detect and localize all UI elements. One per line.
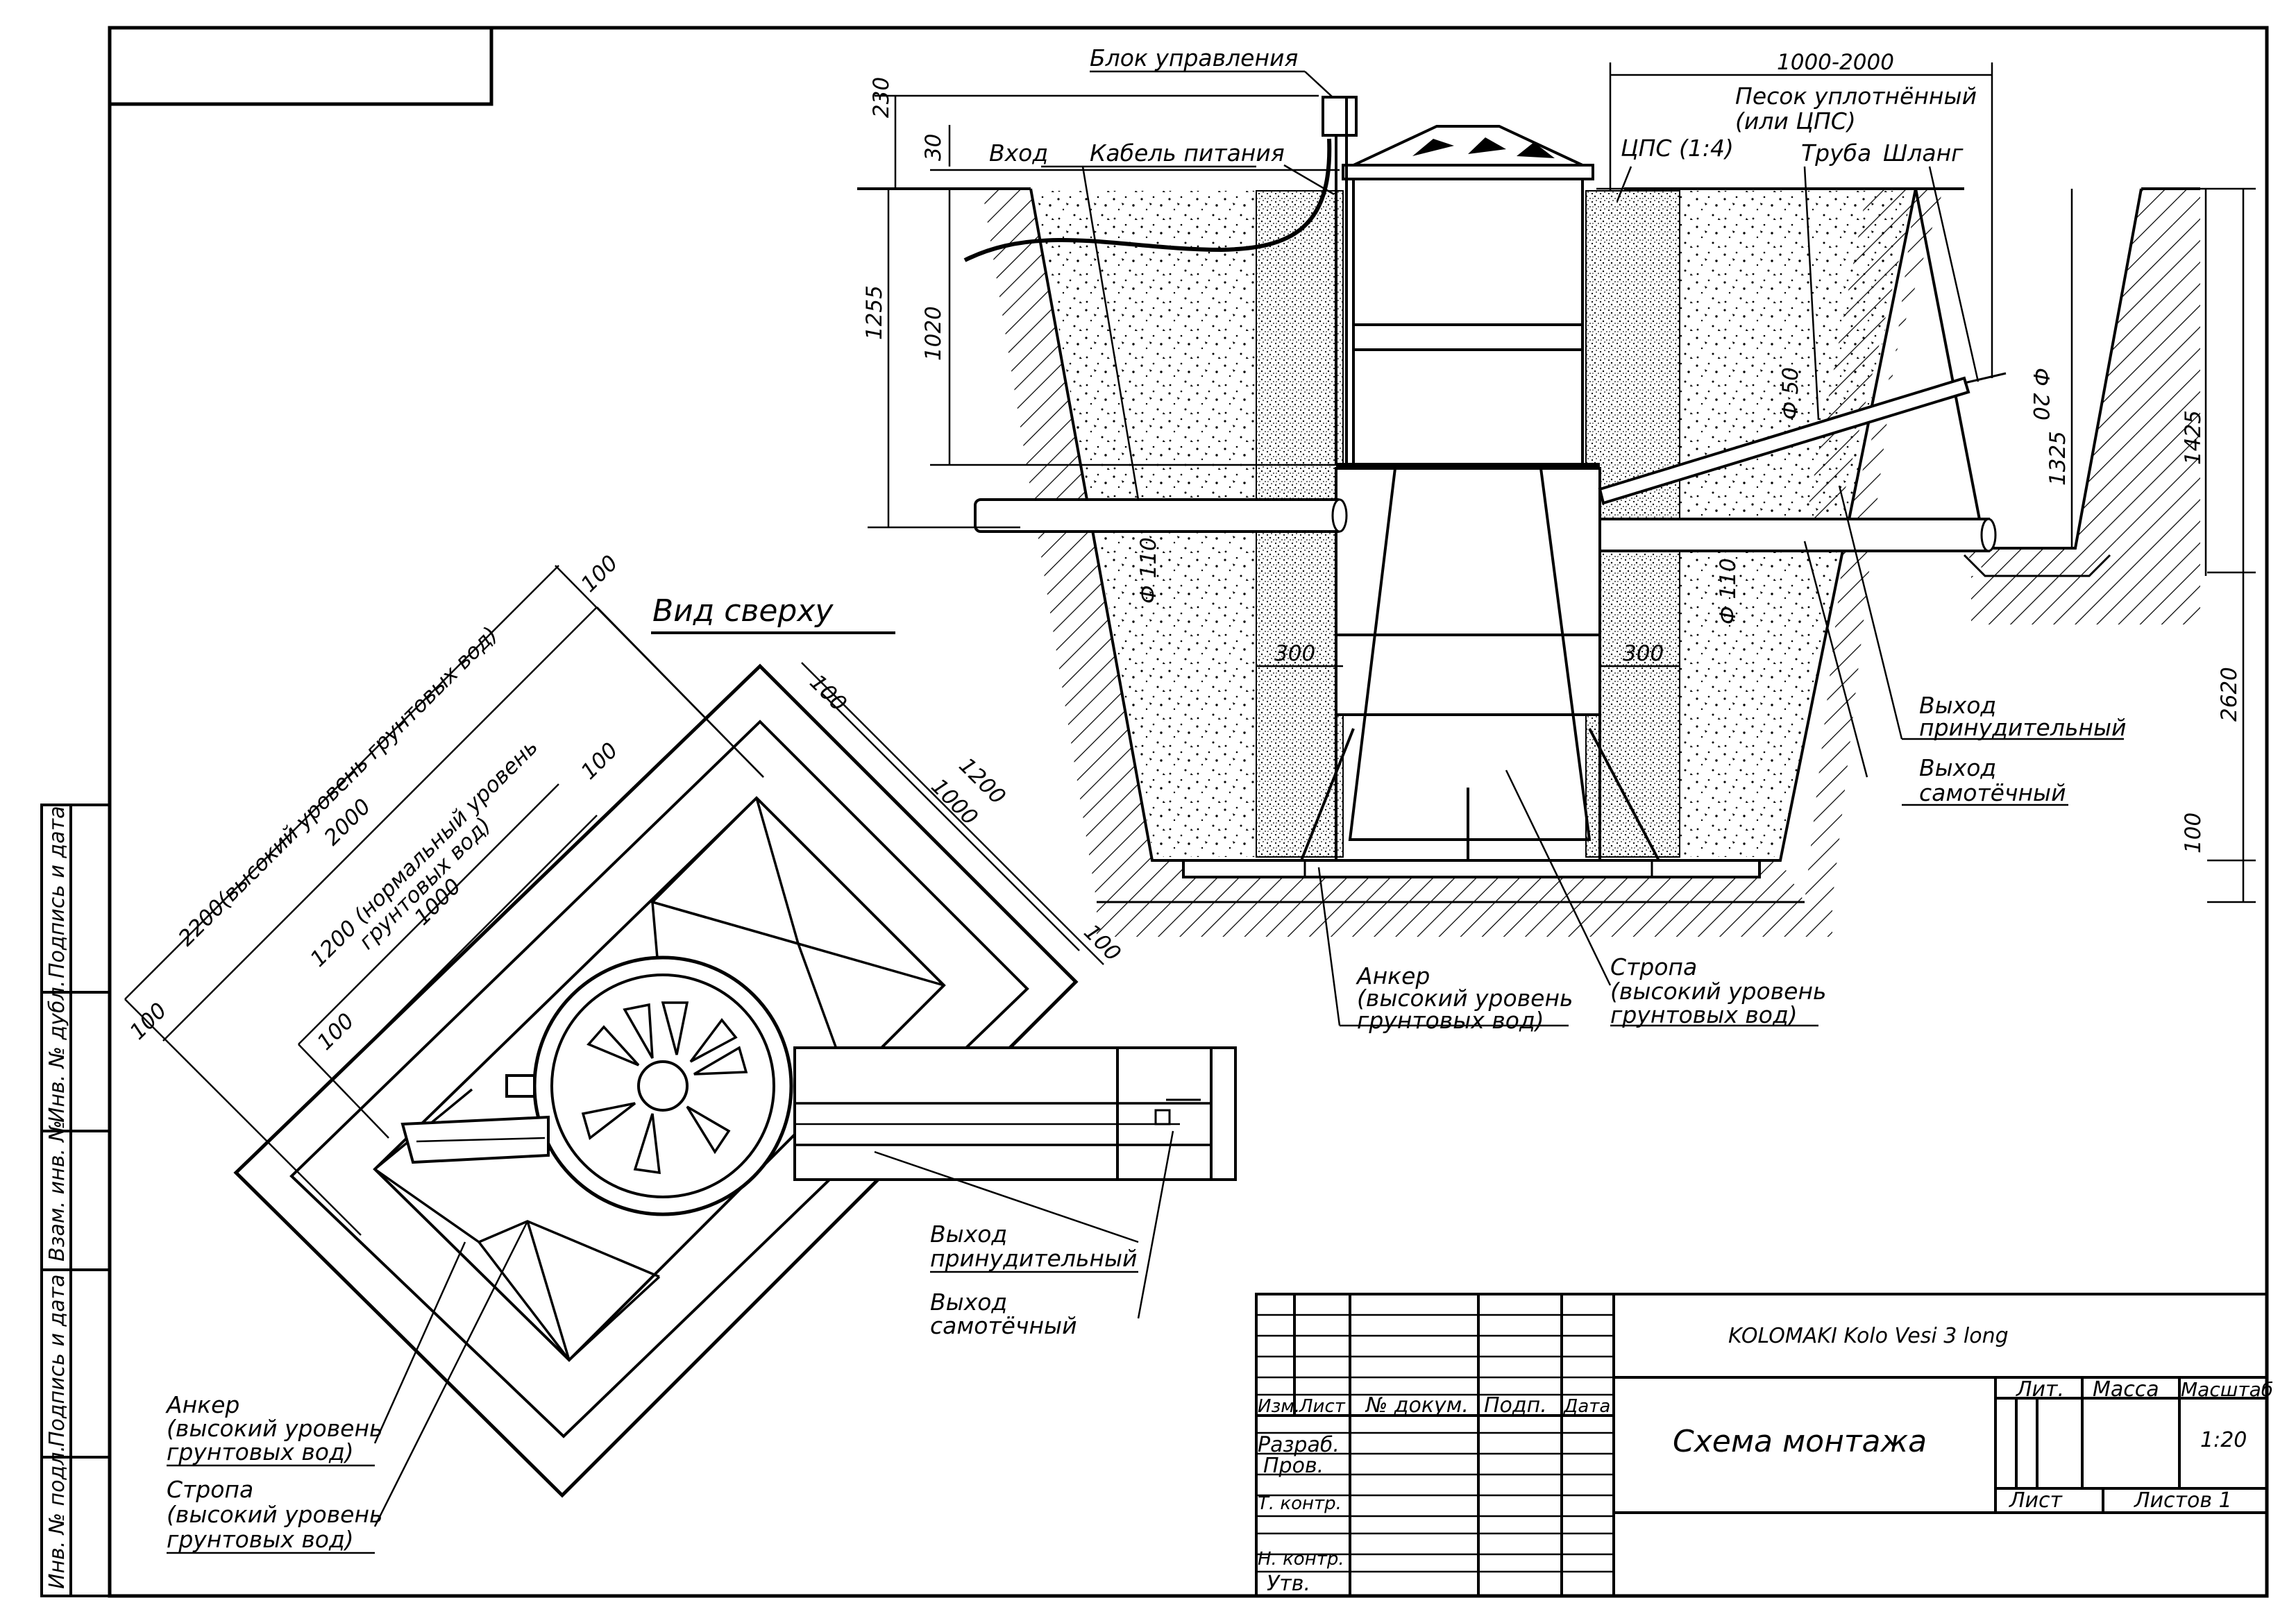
side-inv-replace: Взам. инв. № bbox=[45, 1120, 69, 1261]
side-inv-orig: Инв. № подл. bbox=[45, 1445, 69, 1589]
plan-label-outlet-gravity-1: Выход bbox=[930, 1289, 1007, 1316]
dim-1255: 1255 bbox=[862, 285, 887, 340]
plan-label-strap-3: грунтовых вод) bbox=[167, 1526, 354, 1553]
tb-drawing-title: Схема монтажа bbox=[1673, 1424, 1927, 1459]
power-cable bbox=[963, 138, 1332, 262]
label-power-cable: Кабель питания bbox=[1090, 139, 1285, 167]
label-sand-alt: (или ЦПС) bbox=[1735, 108, 1856, 135]
title-block bbox=[1255, 1293, 2268, 1597]
plan-dim-100-tl: 100 bbox=[576, 550, 623, 597]
strap-left bbox=[1300, 728, 1355, 861]
plan-label-outlet-gravity-2: самотёчный bbox=[930, 1312, 1077, 1339]
label-outlet-gravity-1: Выход bbox=[1919, 754, 1996, 781]
tb-product: KOLOMAKI Kolo Vesi 3 long bbox=[1728, 1324, 2009, 1348]
plan-view bbox=[124, 565, 1237, 1527]
plan-label-strap-2: (высокий уровень bbox=[167, 1501, 382, 1528]
tb-col-date: Дата bbox=[1563, 1396, 1610, 1417]
label-anchor-3: грунтовых вод) bbox=[1357, 1007, 1544, 1034]
label-strap-2: (высокий уровень bbox=[1610, 978, 1826, 1005]
plan-label-strap-1: Стропа bbox=[167, 1476, 253, 1503]
plan-label-anchor-3: грунтовых вод) bbox=[167, 1438, 354, 1465]
anchor-plate bbox=[1182, 859, 1761, 878]
label-hose: Шланг bbox=[1883, 139, 1964, 167]
strap-right bbox=[1588, 728, 1660, 861]
plan-dim-100-bl: 100 bbox=[125, 998, 171, 1044]
tb-lit: Лит. bbox=[2016, 1377, 2064, 1402]
tb-mass: Масса bbox=[2093, 1377, 2159, 1402]
dim-230: 230 bbox=[869, 77, 894, 118]
tb-scale: 1:20 bbox=[2200, 1428, 2247, 1452]
label-inlet: Вход bbox=[989, 139, 1048, 167]
gravity-outlet-pipe bbox=[1598, 518, 1990, 552]
tb-row-tcontrol: Т. контр. bbox=[1258, 1493, 1342, 1514]
dim-phi110-left: Ф 110 bbox=[1136, 537, 1161, 604]
dim-100: 100 bbox=[2181, 813, 2206, 853]
tb-col-doc: № докум. bbox=[1365, 1393, 1469, 1418]
label-control-unit: Блок управления bbox=[1090, 44, 1298, 71]
side-sign-date-2: Подпись и дата bbox=[45, 1275, 69, 1447]
tb-col-izm: Изм. bbox=[1258, 1396, 1300, 1417]
label-outlet-forced-1: Выход bbox=[1919, 692, 1996, 719]
label-sand: Песок уплотнённый bbox=[1735, 83, 1977, 110]
plan-label-anchor-2: (высокий уровень bbox=[167, 1415, 382, 1442]
control-unit bbox=[1322, 96, 1358, 137]
plan-title: Вид сверху bbox=[652, 593, 834, 629]
label-strap-3: грунтовых вод) bbox=[1610, 1001, 1798, 1028]
dim-1020: 1020 bbox=[921, 306, 946, 361]
dim-phi50: Ф 50 bbox=[1778, 367, 1803, 420]
dim-300-right: 300 bbox=[1623, 641, 1664, 666]
plan-label-outlet-forced-1: Выход bbox=[930, 1221, 1007, 1248]
forced-outlet-pipe bbox=[1598, 376, 1970, 505]
plan-tank-outer bbox=[532, 955, 793, 1216]
label-outlet-gravity-2: самотёчный bbox=[1919, 779, 2066, 806]
section-view bbox=[857, 62, 2256, 1027]
plan-tank-hatch bbox=[637, 1060, 689, 1112]
tank-lid bbox=[1342, 125, 1594, 171]
dim-phi110-right: Ф 110 bbox=[1716, 558, 1741, 624]
plan-dim-100-tr: 100 bbox=[804, 670, 851, 716]
side-sign-date-1: Подпись и дата bbox=[45, 806, 69, 979]
label-outlet-forced-2: принудительный bbox=[1919, 714, 2126, 741]
hose bbox=[1964, 372, 2007, 384]
soil-left bbox=[982, 189, 1152, 902]
tb-row-approve: Утв. bbox=[1267, 1572, 1310, 1596]
drainage-ditch bbox=[1914, 188, 2143, 550]
tb-row-dev: Разраб. bbox=[1258, 1433, 1340, 1457]
tb-row-ncontrol: Н. контр. bbox=[1258, 1549, 1344, 1570]
dim-1425: 1425 bbox=[2181, 410, 2206, 465]
tb-scale-label: Масштаб bbox=[2181, 1378, 2273, 1401]
label-pipe: Труба bbox=[1801, 139, 1871, 167]
plan-label-anchor-1: Анкер bbox=[165, 1391, 239, 1418]
dim-30: 30 bbox=[921, 134, 946, 161]
label-anchor-1: Анкер bbox=[1356, 962, 1430, 989]
dim-1325: 1325 bbox=[2045, 431, 2070, 486]
tb-col-list: Лист bbox=[1299, 1396, 1346, 1417]
plan-label-outlet-forced-2: принудительный bbox=[930, 1245, 1137, 1272]
plan-dim-100-bl2: 100 bbox=[312, 1008, 359, 1055]
side-dup-inv: Инв. № дубл. bbox=[45, 980, 69, 1123]
tb-sheets: Листов 1 bbox=[2134, 1488, 2232, 1513]
soil-right bbox=[1805, 189, 1943, 902]
label-strap-1: Стропа bbox=[1610, 953, 1697, 980]
dim-phi20: Ф 20 bbox=[2028, 368, 2053, 420]
plan-dim-100-ml: 100 bbox=[576, 738, 623, 784]
label-anchor-2: (высокий уровень bbox=[1357, 985, 1573, 1012]
inlet-pipe bbox=[974, 498, 1344, 533]
dim-300-left: 300 bbox=[1274, 641, 1315, 666]
tank-cone bbox=[1348, 468, 1592, 841]
side-strip bbox=[40, 804, 111, 1597]
top-left-stamp bbox=[108, 26, 493, 106]
tb-row-check: Пров. bbox=[1263, 1454, 1324, 1478]
tb-sheet: Лист bbox=[2009, 1488, 2063, 1513]
label-cps: ЦПС (1:4) bbox=[1621, 135, 1734, 162]
tank-neck bbox=[1352, 176, 1584, 470]
dim-2620: 2620 bbox=[2217, 667, 2242, 722]
dim-1000-2000: 1000-2000 bbox=[1777, 50, 1894, 75]
tb-col-sign: Подп. bbox=[1484, 1393, 1547, 1418]
